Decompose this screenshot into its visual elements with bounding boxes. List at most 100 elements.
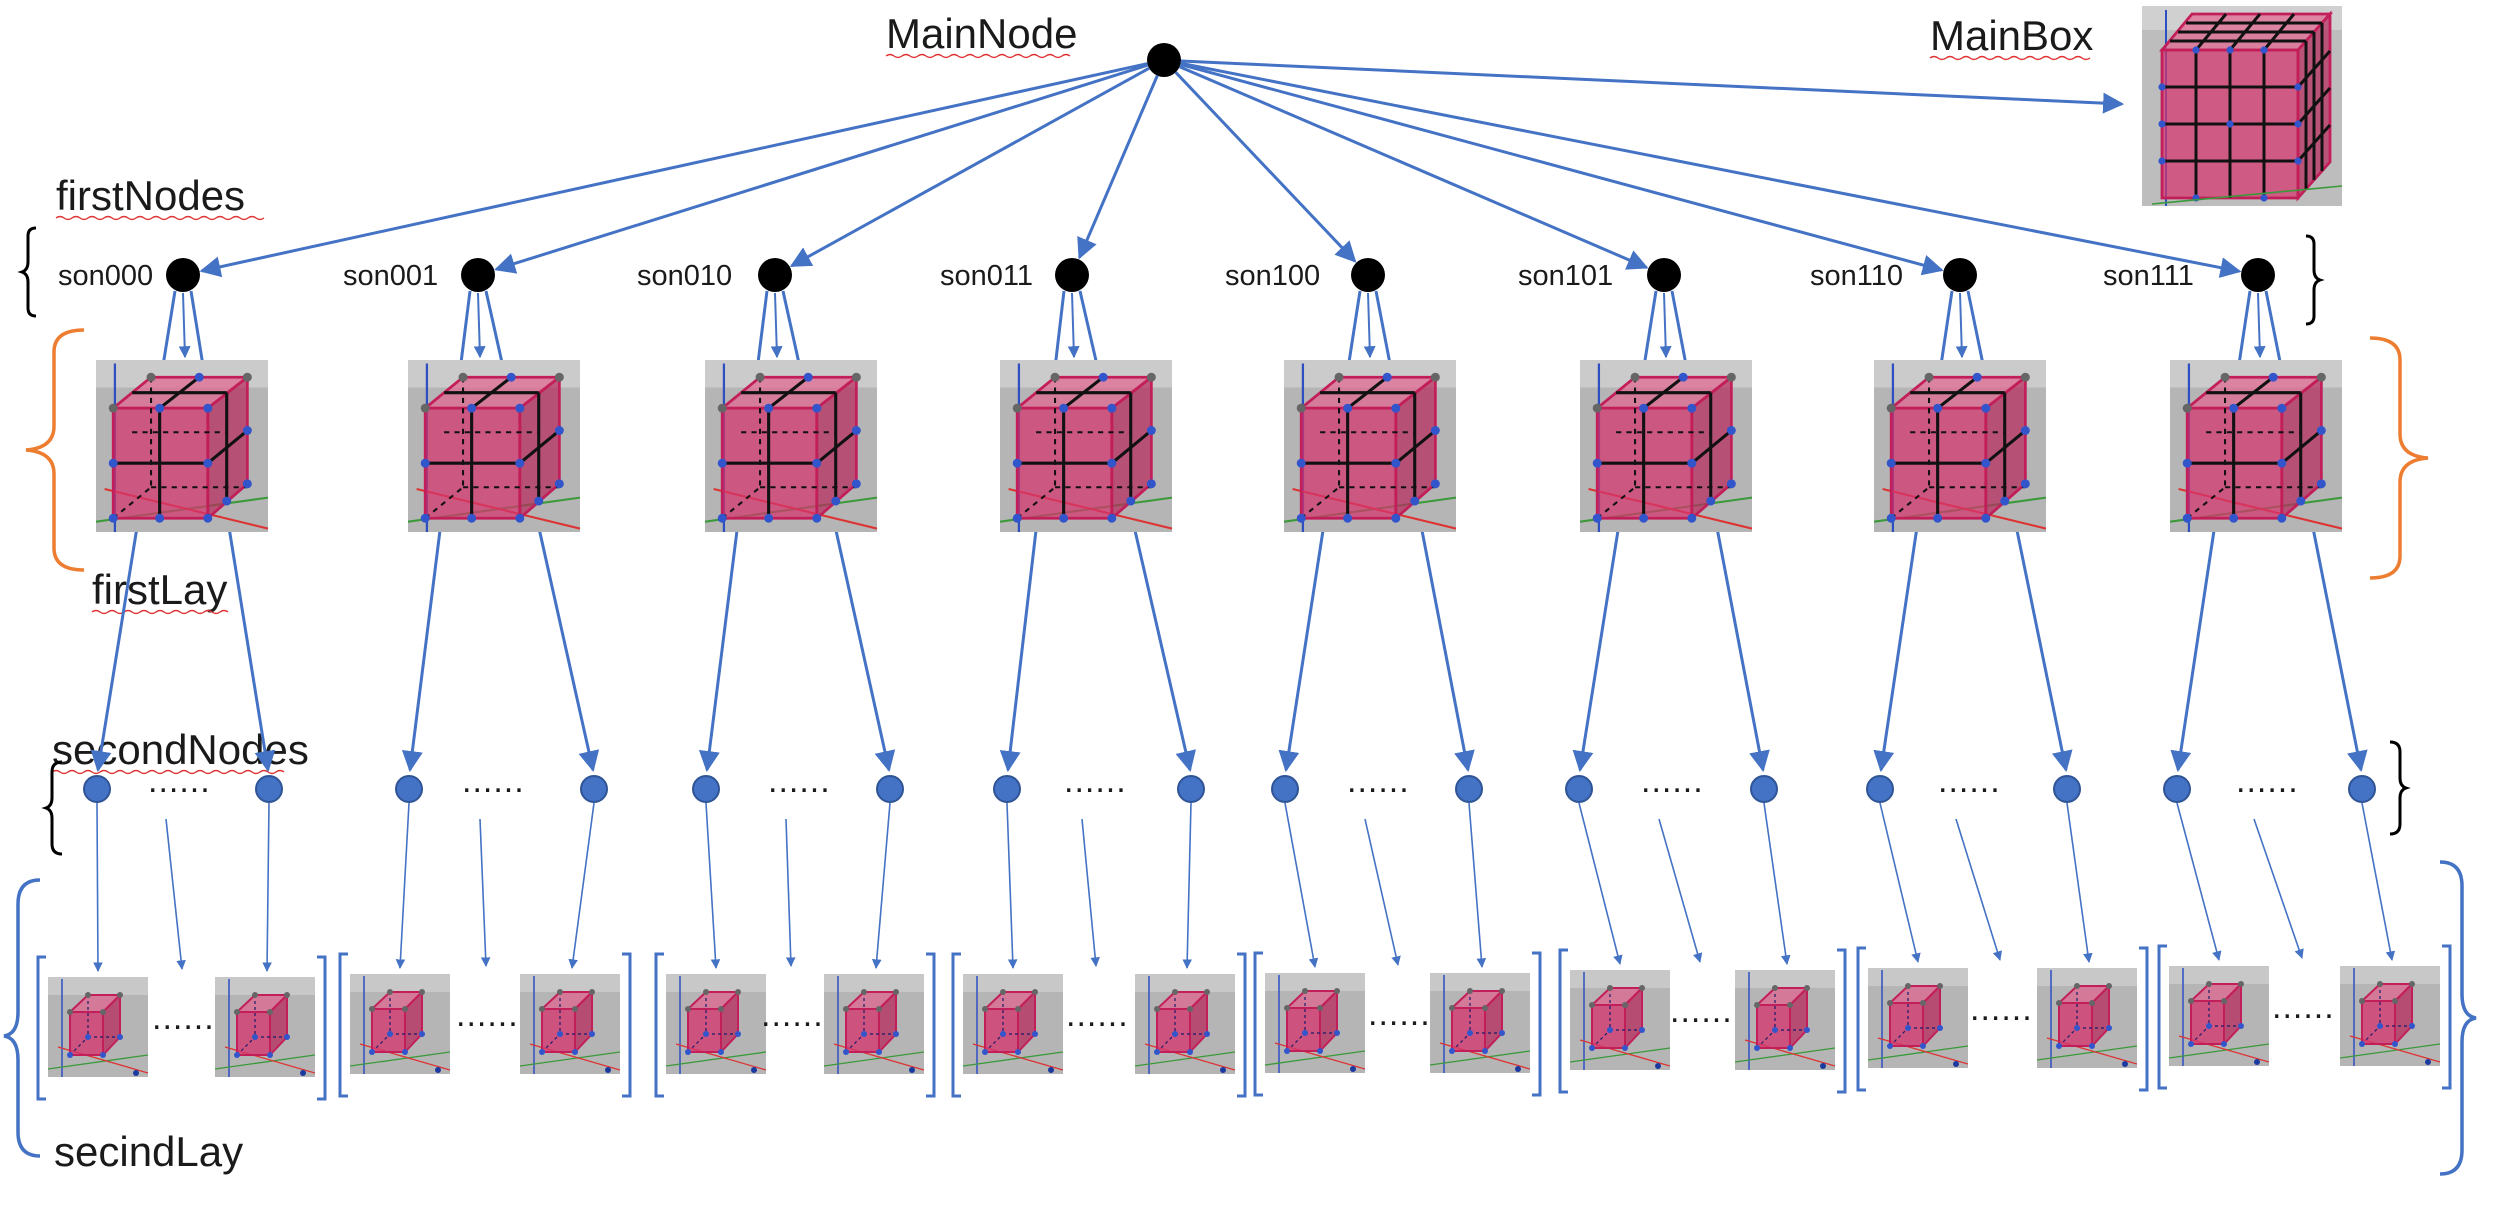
- edge-first-to-cube: [1363, 292, 1376, 359]
- first-node-label: son110: [1810, 260, 1903, 292]
- second-lay-cube: [963, 972, 1063, 1076]
- second-lay-group-bracket-right: [622, 952, 632, 1098]
- first-node: [166, 258, 200, 292]
- edge-second-to-cube: [479, 818, 491, 967]
- second-lay-cube: [1570, 968, 1670, 1072]
- edge-second-to-cube: [1955, 818, 2003, 961]
- first-node: [758, 258, 792, 292]
- second-lay-ellipsis: ......: [1970, 990, 2033, 1028]
- second-lay-cube: [2340, 964, 2440, 1068]
- edge-second-to-cube: [93, 802, 103, 972]
- first-node: [2241, 258, 2275, 292]
- edge-second-to-cube: [262, 802, 272, 972]
- second-node: [993, 775, 1021, 803]
- second-node: [2053, 775, 2081, 803]
- second-node: [2163, 775, 2191, 803]
- second-node: [580, 775, 608, 803]
- nodes-layer: ...... son000...... son001...... son010....…: [58, 258, 2376, 803]
- second-node: [255, 775, 283, 803]
- first-lay-left-brace: [25, 328, 85, 572]
- second-nodes-ellipsis: ......: [1064, 762, 1127, 800]
- edge-first-to-cube: [473, 292, 486, 359]
- first-lay-cube: [2170, 358, 2342, 534]
- second-nodes-left-bracket: [41, 760, 63, 856]
- second-lay-right-brace: [2439, 860, 2477, 1176]
- edge-main-to-first: [1077, 75, 1159, 260]
- first-lay-label: firstLay: [92, 566, 227, 613]
- edge-second-to-cube: [165, 818, 186, 970]
- edge-first-to-cube: [770, 292, 783, 359]
- second-lay-label: secindLay: [54, 1128, 243, 1175]
- first-node-label: son101: [1518, 260, 1613, 292]
- second-lay-group-bracket-right: [2442, 944, 2452, 1090]
- edge-main-to-first: [1179, 65, 1649, 270]
- first-node-label: son001: [343, 260, 438, 292]
- second-node: [692, 775, 720, 803]
- second-nodes-ellipsis: ......: [2236, 762, 2299, 800]
- edge-second-to-cube: [1364, 818, 1401, 966]
- second-lay-group-bracket-right: [1532, 951, 1542, 1097]
- edge-main-to-first: [1174, 71, 1357, 263]
- first-lay-cube: [408, 358, 580, 534]
- second-lay-group-bracket-left: [654, 952, 664, 1098]
- edge-second-to-cube: [2176, 802, 2222, 961]
- second-nodes-ellipsis: ......: [1347, 762, 1410, 800]
- second-lay-ellipsis: ......: [456, 996, 519, 1034]
- first-lay-cube: [1580, 358, 1752, 534]
- first-node-label: son010: [637, 260, 732, 292]
- edge-main-to-first: [199, 62, 1148, 278]
- edge-first-to-cube: [1955, 292, 1968, 359]
- first-nodes-right-bracket: [2305, 234, 2325, 326]
- second-lay-group-bracket-right: [1237, 952, 1247, 1098]
- edge-second-to-cube: [1879, 802, 1921, 963]
- main-node: [1147, 43, 1181, 77]
- edge-second-to-cube: [1006, 802, 1018, 969]
- edge-first-to-cube: [178, 292, 191, 359]
- first-node: [1943, 258, 1977, 292]
- second-lay-cube: [350, 972, 450, 1076]
- second-lay-cube: [1265, 971, 1365, 1075]
- second-lay-group-bracket-right: [2139, 946, 2149, 1092]
- second-lay-ellipsis: ......: [1368, 995, 1431, 1033]
- edge-second-to-cube: [1658, 818, 1703, 963]
- first-lay-right-brace: [2369, 336, 2429, 580]
- edge-second-to-cube: [2066, 802, 2093, 963]
- edge-main-to-mainbox: [1180, 59, 2125, 114]
- second-lay-cube: [666, 972, 766, 1076]
- edge-second-to-cube: [871, 802, 891, 969]
- edge-second-to-cube: [1081, 818, 1100, 967]
- second-lay-cube: [215, 975, 315, 1079]
- edge-first-to-cube: [2253, 292, 2266, 359]
- second-lay-cube: [1135, 972, 1235, 1076]
- spellcheck-underline: [55, 215, 265, 221]
- first-node: [461, 258, 495, 292]
- cubes-layer: ........................................…: [36, 358, 2452, 1101]
- second-lay-cube: [1868, 966, 1968, 1070]
- edge-second-to-cube: [1578, 802, 1623, 965]
- second-lay-cube: [48, 975, 148, 1079]
- first-node: [1055, 258, 1089, 292]
- second-node: [1271, 775, 1299, 803]
- first-lay-cube: [1284, 358, 1456, 534]
- second-lay-group-bracket-left: [338, 952, 348, 1098]
- edge-second-to-cube: [1763, 802, 1791, 965]
- second-lay-ellipsis: ......: [1066, 996, 1129, 1034]
- first-node-label: son000: [58, 260, 153, 292]
- edge-first-to-cube: [1067, 292, 1080, 359]
- second-lay-cube: [520, 972, 620, 1076]
- edge-second-to-cube: [785, 818, 796, 967]
- first-lay-cube: [1874, 358, 2046, 534]
- second-lay-ellipsis: ......: [2272, 988, 2335, 1026]
- second-lay-ellipsis: ......: [761, 996, 824, 1034]
- first-node-label: son111: [2103, 260, 2194, 292]
- second-lay-cube: [824, 972, 924, 1076]
- second-nodes-ellipsis: ......: [768, 762, 831, 800]
- edge-main-to-first: [789, 66, 1150, 268]
- edge-second-to-cube: [2253, 818, 2304, 959]
- first-lay-cube: [1000, 358, 1172, 534]
- spellcheck-underline: [1929, 55, 2091, 61]
- first-node-label: son100: [1225, 260, 1320, 292]
- second-lay-group-bracket-right: [317, 955, 327, 1101]
- second-lay-group-bracket-right: [1837, 948, 1847, 1094]
